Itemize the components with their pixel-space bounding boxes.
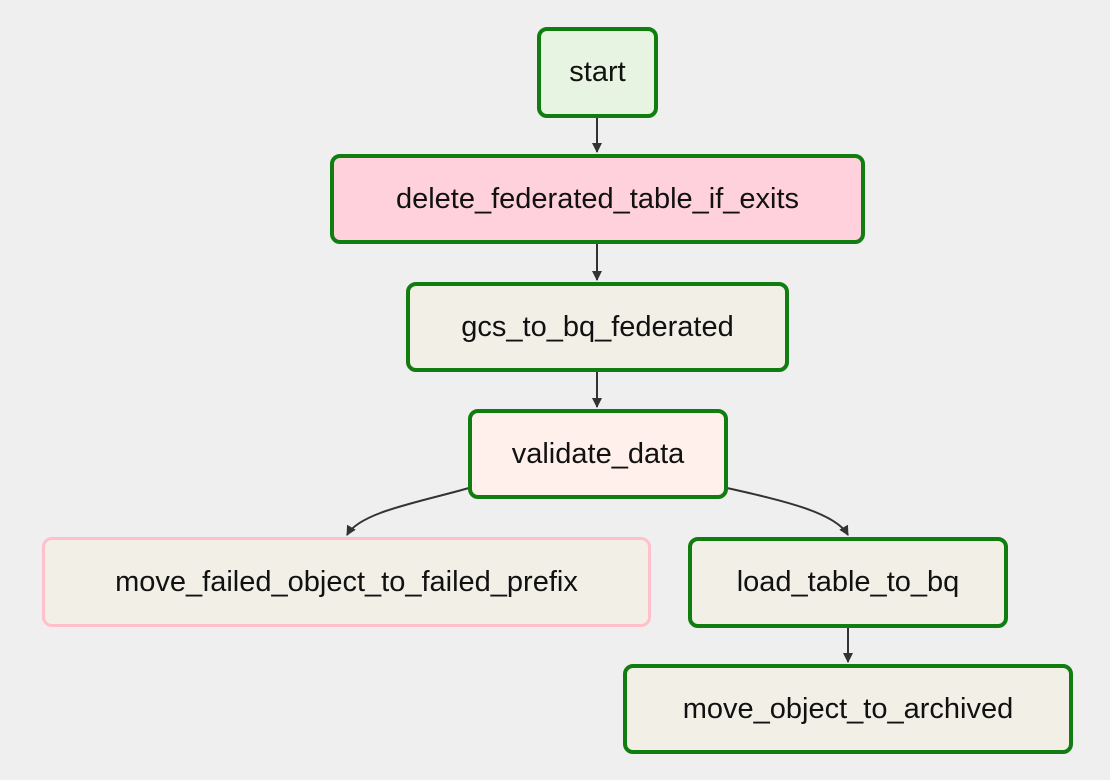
task-node-gcs-to-bq-federated[interactable]: gcs_to_bq_federated: [406, 282, 789, 372]
edge-validate-to-failed: [346, 487, 470, 536]
task-label-delete-federated-table-if-exits: delete_federated_table_if_exits: [395, 182, 800, 215]
task-node-load-table-to-bq[interactable]: load_table_to_bq: [688, 537, 1008, 628]
task-node-move-failed-object-to-failed-prefix[interactable]: move_failed_object_to_failed_prefix: [42, 537, 651, 627]
task-node-move-object-to-archived[interactable]: move_object_to_archived: [623, 664, 1073, 754]
task-node-validate-data[interactable]: validate_data: [468, 409, 728, 499]
task-label-start: start: [569, 56, 626, 88]
edge-validate-to-load: [726, 487, 849, 536]
task-label-move-object-to-archived: move_object_to_archived: [682, 692, 1014, 725]
task-node-delete-federated-table-if-exits[interactable]: delete_federated_table_if_exits: [330, 154, 865, 244]
task-label-load-table-to-bq: load_table_to_bq: [736, 566, 960, 598]
task-label-validate-data: validate_data: [511, 437, 685, 470]
task-label-gcs-to-bq-federated: gcs_to_bq_federated: [461, 310, 734, 343]
task-node-start[interactable]: start: [537, 27, 658, 118]
task-label-move-failed-object-to-failed-prefix: move_failed_object_to_failed_prefix: [115, 565, 578, 598]
